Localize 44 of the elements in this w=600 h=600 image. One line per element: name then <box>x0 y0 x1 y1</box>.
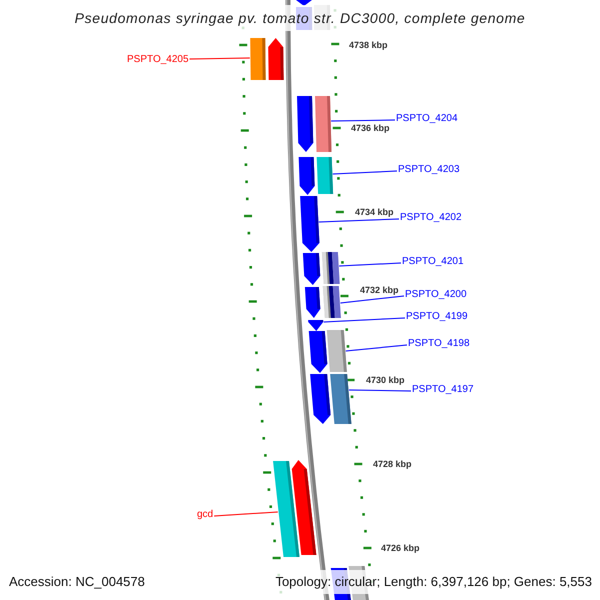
tick-label: 4738 kbp <box>349 40 388 50</box>
gene-label: PSPTO_4203 <box>398 164 460 176</box>
gene-label: PSPTO_4199 <box>406 311 468 323</box>
feature-bar <box>326 330 347 372</box>
leader-line <box>189 58 250 60</box>
gene-block <box>310 374 331 424</box>
feature-bar <box>322 286 341 318</box>
gene-label: PSPTO_4204 <box>396 113 458 125</box>
tick-label: 4736 kbp <box>351 123 390 133</box>
leader-line <box>323 318 406 322</box>
tick-label: 4734 kbp <box>355 207 394 217</box>
gene-label: PSPTO_4200 <box>405 289 467 301</box>
leader-line <box>338 262 402 266</box>
gene-label: PSPTO_4201 <box>402 256 464 268</box>
feature-bar <box>315 96 332 152</box>
gene-label: PSPTO_4205 <box>127 54 189 66</box>
tick-label: 4728 kbp <box>373 459 412 469</box>
gene-label: PSPTO_4202 <box>400 212 462 224</box>
gene-label: PSPTO_4197 <box>412 384 474 396</box>
feature-bar <box>250 38 266 80</box>
gene-block <box>300 196 320 252</box>
feature-bar <box>316 157 334 194</box>
leader-line <box>345 344 408 352</box>
genome-stats-label: Topology: circular; Length: 6,397,126 bp; Genes: 5,553 <box>275 570 592 594</box>
gene-block <box>302 253 320 285</box>
gene-label: gcd <box>197 509 214 521</box>
leader-line <box>214 512 278 516</box>
leader-line <box>318 218 400 222</box>
leader-line <box>332 170 398 174</box>
leader-line <box>348 390 412 392</box>
tick-label: 4732 kbp <box>360 285 399 295</box>
gene-block <box>292 460 316 555</box>
leader-line <box>340 296 404 304</box>
leader-line <box>330 120 396 122</box>
feature-bar <box>322 252 340 284</box>
gene-block <box>304 287 320 318</box>
tick-label: 4730 kbp <box>366 375 405 385</box>
tick-label: 4726 kbp <box>381 543 420 553</box>
gene-label: PSPTO_4198 <box>408 338 470 350</box>
feature-bar <box>330 374 352 424</box>
gene-block <box>268 38 284 80</box>
gene-block <box>297 96 314 152</box>
gene-block <box>298 157 315 195</box>
gene-block <box>308 320 324 331</box>
